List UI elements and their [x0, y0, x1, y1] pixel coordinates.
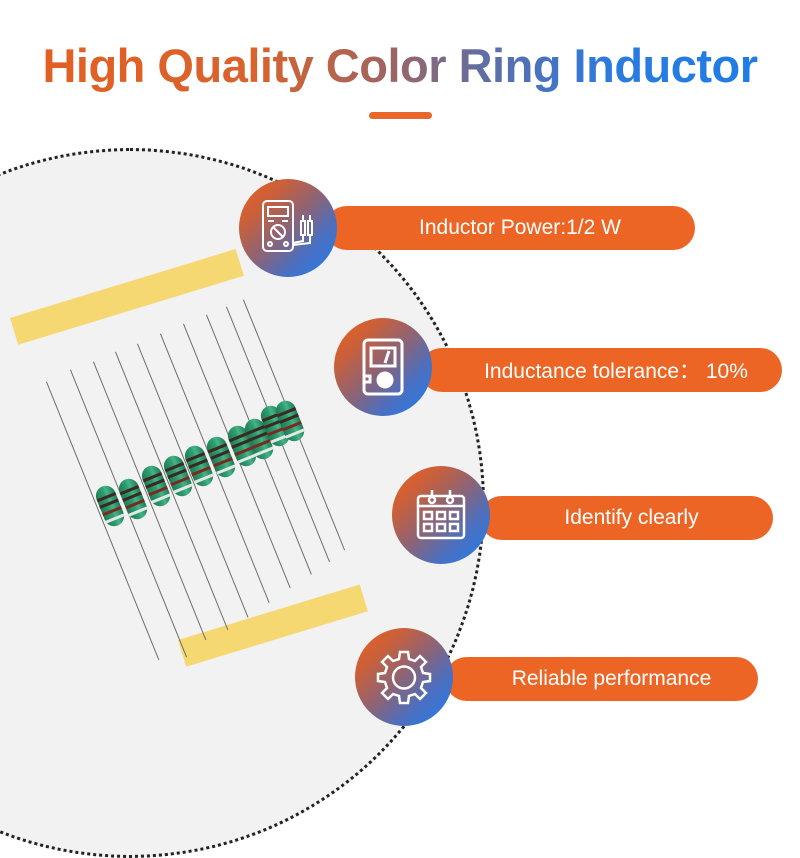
gear-icon: [376, 650, 432, 705]
title-underline: [369, 112, 432, 119]
feature-pill: Identify clearly: [480, 496, 773, 540]
calendar-icon: [416, 490, 466, 540]
feature-label: Inductance tolerance： 10%: [484, 360, 748, 383]
feature-pill: Inductance tolerance： 10%: [420, 348, 782, 392]
feature-pill: Inductor Power:1/2 W: [325, 206, 695, 250]
multimeter-icon: [262, 200, 313, 252]
analog-meter-icon: [362, 338, 404, 396]
feature-label: Reliable performance: [511, 667, 712, 690]
page-title: High Quality Color Ring Inductor: [42, 39, 758, 92]
feature-label: Inductor Power:1/2 W: [419, 216, 621, 239]
feature-icon-badge: [392, 466, 490, 564]
feature-icon-badge: [334, 318, 432, 416]
feature-label: Identify clearly: [564, 506, 699, 529]
feature-pill: Reliable performance: [445, 657, 758, 701]
feature-icon-badge: [355, 628, 453, 726]
feature-icon-badge: [239, 179, 337, 277]
